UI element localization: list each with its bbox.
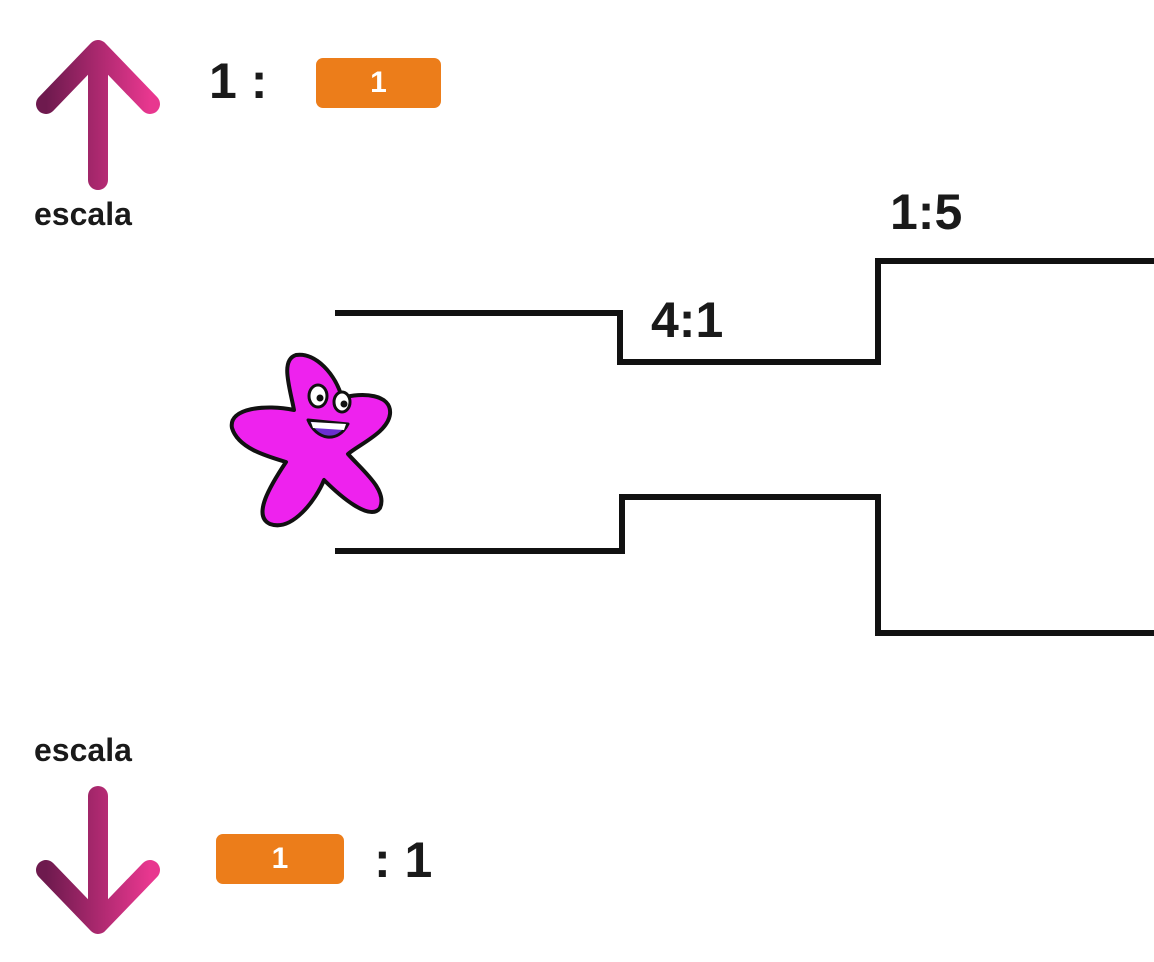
scale-down-input[interactable]: 1 [216, 834, 344, 884]
arrow-down-icon[interactable] [36, 786, 160, 934]
arrow-up-icon[interactable] [36, 40, 160, 190]
scale-down-suffix: : 1 [374, 832, 433, 888]
scale-up-input[interactable]: 1 [316, 58, 441, 108]
track-lower-line [335, 494, 1154, 636]
ratio-label-first: 4:1 [651, 292, 724, 348]
track-upper-line [335, 258, 1154, 365]
star-character[interactable] [229, 352, 392, 528]
ratio-label-second: 1:5 [890, 184, 963, 240]
scale-up-label: escala [34, 196, 132, 232]
scale-up-prefix: 1 : [209, 53, 268, 109]
scale-down-label: escala [34, 732, 132, 768]
